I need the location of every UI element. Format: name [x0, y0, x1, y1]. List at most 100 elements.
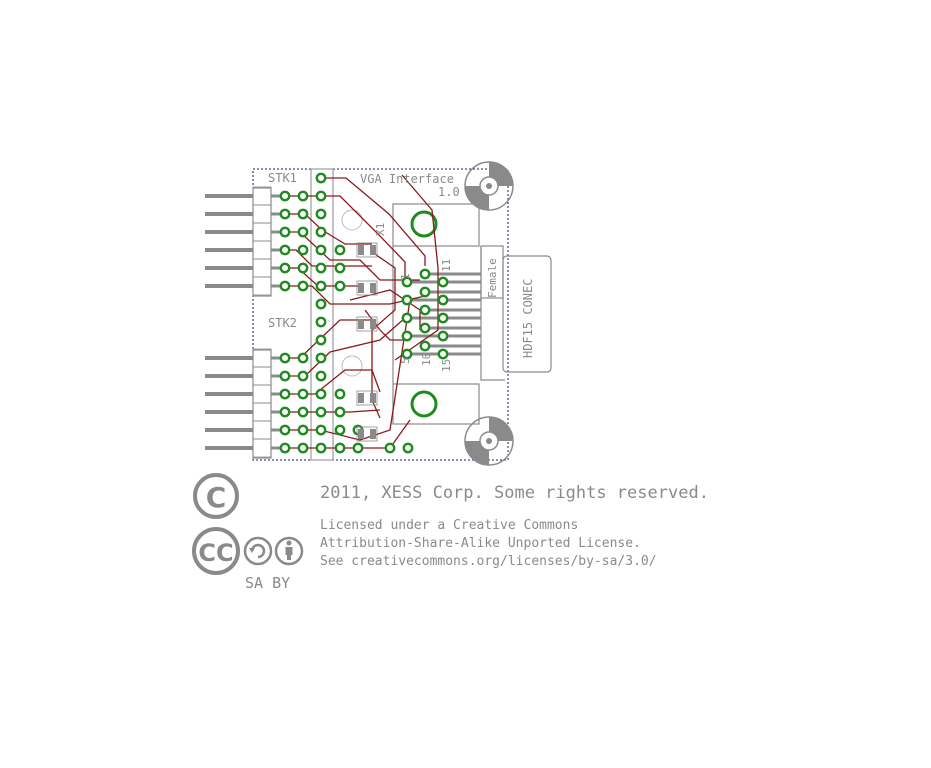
- pin-number-10: 10: [420, 353, 433, 366]
- pad: [334, 388, 346, 400]
- pad: [279, 262, 291, 274]
- board-outline: [252, 168, 509, 461]
- pad: [315, 334, 327, 346]
- pad: [279, 244, 291, 256]
- via-column-outline: [310, 168, 334, 461]
- resistor-pad: [370, 393, 376, 403]
- pad: [315, 442, 327, 454]
- resistor-pad: [358, 283, 364, 293]
- creative-commons-icon: CC: [192, 527, 240, 575]
- resistor-pad: [358, 429, 364, 439]
- resistor-pad: [358, 245, 364, 255]
- pin-number-11: 11: [440, 259, 453, 272]
- pad: [334, 406, 346, 418]
- header-pin-cell: [252, 438, 272, 458]
- pad: [297, 370, 309, 382]
- pad: [402, 442, 414, 454]
- pad: [279, 388, 291, 400]
- resistor-outline: [356, 390, 378, 406]
- pad: [437, 330, 449, 342]
- resistor-pad: [370, 283, 376, 293]
- pad: [334, 424, 346, 436]
- pad: [437, 294, 449, 306]
- pad: [279, 280, 291, 292]
- pad: [334, 244, 346, 256]
- pad: [315, 190, 327, 202]
- header-body-stk1: [252, 187, 272, 297]
- pad: [419, 322, 431, 334]
- header-pin-cell: [252, 186, 272, 206]
- license-line-2: Attribution-Share-Alike Unported License…: [320, 536, 641, 551]
- sa-by-label: SA BY: [245, 574, 291, 592]
- resistor-outline: [356, 280, 378, 296]
- resistor-outline: [356, 242, 378, 258]
- pad: [279, 226, 291, 238]
- header-pin-cell: [252, 420, 272, 440]
- pad: [279, 370, 291, 382]
- header-pin-cell: [252, 258, 272, 278]
- resistor-pad: [370, 319, 376, 329]
- pad: [334, 442, 346, 454]
- pad: [297, 262, 309, 274]
- pad: [315, 298, 327, 310]
- header-body-stk2: [252, 349, 272, 459]
- resistor-outline: [356, 426, 378, 442]
- pin-number-5: 5: [399, 357, 412, 364]
- copyright-letter: C: [206, 481, 227, 514]
- pad: [437, 312, 449, 324]
- pad: [419, 304, 431, 316]
- pad: [315, 226, 327, 238]
- pad: [384, 442, 396, 454]
- attribution-icon: [274, 536, 304, 566]
- license-line-3: See creativecommons.org/licenses/by-sa/3…: [320, 554, 657, 569]
- mount-hole-small-bottom: [341, 355, 363, 377]
- header-pin-cell: [252, 276, 272, 296]
- pad: [315, 280, 327, 292]
- pad: [279, 406, 291, 418]
- pad: [297, 352, 309, 364]
- cc-letters: CC: [198, 539, 233, 567]
- pad: [437, 348, 449, 360]
- pin-number-15: 15: [440, 359, 453, 372]
- pad: [315, 262, 327, 274]
- pad: [315, 406, 327, 418]
- header-pin-cell: [252, 240, 272, 260]
- pad: [315, 316, 327, 328]
- pad: [401, 312, 413, 324]
- header-pins-top: [205, 186, 285, 296]
- rights-line: 2011, XESS Corp. Some rights reserved.: [320, 483, 709, 503]
- pad: [315, 352, 327, 364]
- pad: [297, 244, 309, 256]
- pad: [401, 294, 413, 306]
- connector-ref-x1: X1: [374, 223, 387, 236]
- header-pin-cell: [252, 204, 272, 224]
- mount-hole-top: [410, 210, 438, 238]
- pad: [297, 388, 309, 400]
- pad: [297, 442, 309, 454]
- connector-gender-label: Female: [486, 258, 499, 298]
- share-alike-icon: [243, 536, 273, 566]
- copyright-icon: C: [193, 473, 239, 519]
- pad: [315, 424, 327, 436]
- pad: [297, 208, 309, 220]
- header-label-stk1: STK1: [268, 171, 297, 185]
- pad: [315, 388, 327, 400]
- header-pin-cell: [252, 366, 272, 386]
- pad: [279, 208, 291, 220]
- header-pin-cell: [252, 222, 272, 242]
- board-title: VGA Interface: [360, 172, 454, 186]
- mount-hole-bottom: [410, 390, 438, 418]
- pad: [334, 280, 346, 292]
- resistor-pad: [358, 319, 364, 329]
- resistor-pad: [358, 393, 364, 403]
- pad: [315, 244, 327, 256]
- pad: [279, 352, 291, 364]
- pad: [401, 330, 413, 342]
- pad: [401, 348, 413, 360]
- header-label-stk2: STK2: [268, 316, 297, 330]
- resistor-outline: [356, 316, 378, 332]
- pad: [279, 190, 291, 202]
- resistors: [356, 242, 378, 442]
- pad: [297, 226, 309, 238]
